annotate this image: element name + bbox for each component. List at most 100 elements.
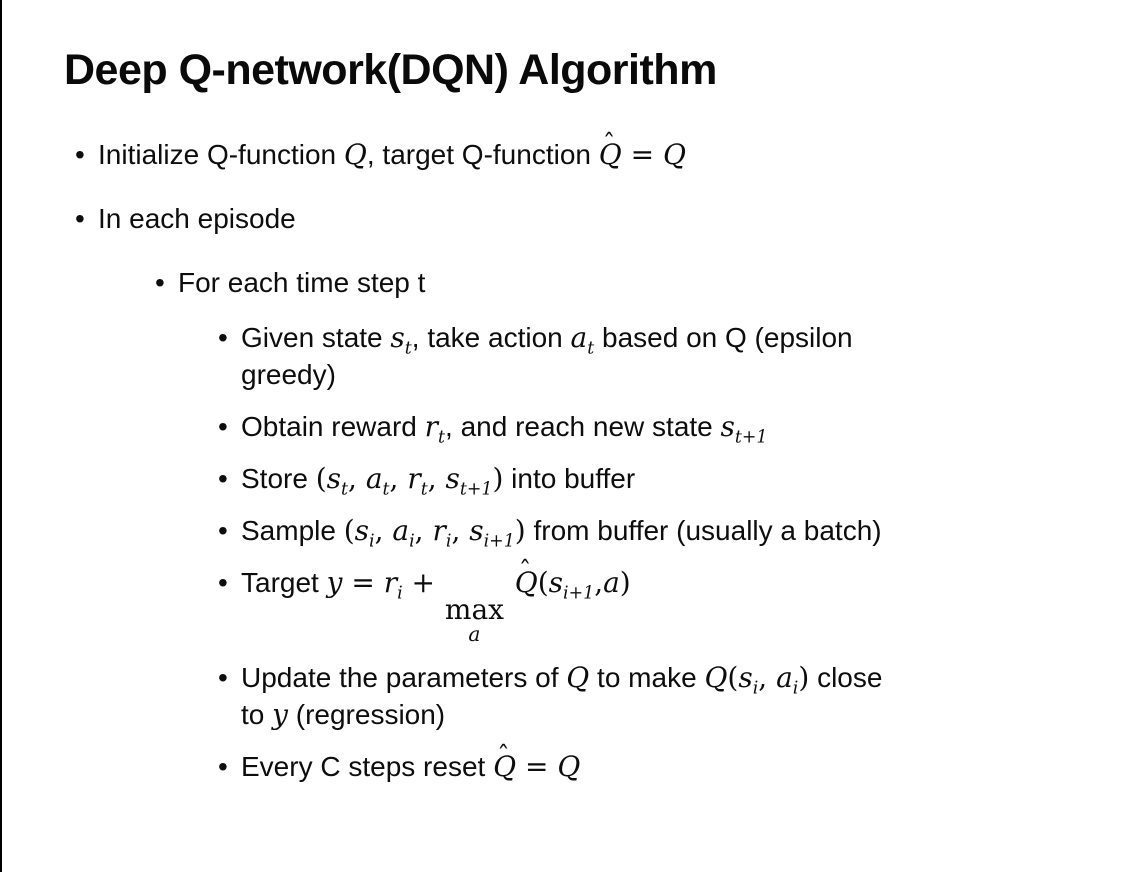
math-var: ai bbox=[776, 661, 799, 699]
bullet-marker: • bbox=[218, 515, 228, 547]
math-var: si bbox=[354, 514, 375, 552]
max-operator-top: max bbox=[444, 592, 504, 626]
math-symbol: , bbox=[414, 514, 433, 548]
math-subscript: i bbox=[792, 678, 799, 699]
math-var: st bbox=[390, 321, 412, 359]
plain-text: greedy) bbox=[241, 359, 336, 391]
math-var-hat: Q bbox=[599, 127, 622, 174]
math-var: Q bbox=[343, 138, 367, 172]
math-var: y bbox=[326, 566, 343, 600]
plain-text: , and reach new state bbox=[445, 411, 721, 443]
math-var-hat: Q bbox=[493, 739, 516, 786]
plain-text: Sample bbox=[241, 515, 344, 547]
plain-text: close bbox=[809, 662, 883, 694]
math-subscript: t bbox=[404, 338, 412, 359]
plain-text: For each time step t bbox=[178, 267, 426, 299]
window-left-border bbox=[0, 0, 2, 872]
plain-text: Obtain reward bbox=[241, 411, 425, 443]
plain-text: , target Q-function bbox=[366, 139, 599, 171]
plain-text bbox=[507, 567, 515, 598]
plain-text: Target bbox=[241, 567, 327, 599]
bullet-marker: • bbox=[218, 662, 228, 694]
plain-text: , take action bbox=[411, 322, 571, 354]
bullet-text: For each time step t bbox=[178, 265, 425, 302]
math-symbol: , bbox=[348, 462, 366, 496]
math-subscript: t+1 bbox=[734, 427, 768, 448]
bullet-marker: • bbox=[218, 411, 228, 443]
math-symbol: ( bbox=[727, 661, 739, 695]
math-symbol: ( bbox=[315, 462, 327, 496]
math-var: Q bbox=[566, 661, 590, 695]
bullet-item: •Sample (si, ai, ri, si+1) from buffer (… bbox=[218, 513, 1088, 550]
bullet-item: • Given state st, take action at based on… bbox=[218, 320, 1088, 394]
math-var: rt bbox=[424, 410, 446, 448]
math-var: y bbox=[272, 698, 288, 732]
math-symbol: , bbox=[427, 462, 446, 496]
math-var: at bbox=[365, 462, 390, 500]
math-var: Q bbox=[662, 138, 686, 172]
bullet-text: In each episode bbox=[98, 201, 296, 238]
bullet-marker: • bbox=[75, 139, 85, 171]
plain-text: Store bbox=[241, 463, 316, 495]
math-symbol: ( bbox=[343, 514, 355, 548]
bullet-marker: • bbox=[218, 463, 228, 495]
math-symbol: , bbox=[594, 566, 604, 600]
plain-text: In each episode bbox=[98, 203, 296, 235]
bullet-text: Update the parameters of Q to make Q(si,… bbox=[241, 660, 882, 734]
bullet-text: Obtain reward rt, and reach new state st… bbox=[241, 409, 767, 446]
math-subscript: t+1 bbox=[459, 479, 493, 500]
plain-text: Initialize Q-function bbox=[98, 139, 344, 171]
bullet-text: Store (st, at, rt, st+1) into buffer bbox=[241, 461, 635, 498]
math-var: ri bbox=[432, 514, 452, 552]
math-var: si+1 bbox=[548, 566, 595, 604]
math-symbol: ( bbox=[537, 566, 549, 600]
math-symbol: ) bbox=[619, 566, 631, 600]
bullet-marker: • bbox=[218, 751, 228, 783]
math-var: ai bbox=[392, 514, 415, 552]
math-var: si bbox=[738, 661, 759, 699]
math-var: a bbox=[603, 566, 620, 600]
bullet-marker: • bbox=[218, 567, 228, 599]
math-symbol: ) bbox=[514, 514, 526, 548]
bullet-marker: • bbox=[218, 322, 228, 354]
math-symbol: , bbox=[451, 514, 470, 548]
bullet-text: Initialize Q-function Q, target Q-functi… bbox=[98, 127, 686, 174]
math-symbol: = bbox=[342, 566, 384, 600]
plain-text: to make bbox=[589, 662, 705, 694]
math-symbol: = bbox=[621, 138, 663, 172]
bullet-list: •Initialize Q-function Q, target Q-funct… bbox=[64, 127, 1088, 786]
math-subscript: i bbox=[752, 678, 759, 699]
math-subscript: i bbox=[397, 583, 403, 604]
bullet-item: •Every C steps reset Q = Q bbox=[218, 739, 1088, 786]
math-subscript: i bbox=[445, 531, 452, 552]
math-symbol: , bbox=[758, 661, 777, 695]
math-var: Q bbox=[704, 661, 728, 695]
bullet-marker: • bbox=[75, 203, 85, 235]
bullet-item: • In each episode bbox=[75, 201, 1088, 238]
math-subscript: i+1 bbox=[483, 531, 515, 552]
math-var-hat: Q bbox=[515, 554, 538, 602]
math-subscript: t bbox=[382, 479, 390, 500]
math-symbol: + bbox=[402, 566, 444, 600]
math-symbol: , bbox=[374, 514, 393, 548]
plain-text: Update the parameters of bbox=[241, 662, 567, 694]
bullet-item: • Store (st, at, rt, st+1) into buffer bbox=[218, 461, 1088, 498]
math-symbol: = bbox=[516, 750, 558, 784]
math-subscript: t bbox=[420, 479, 428, 500]
math-subscript: t bbox=[587, 338, 595, 359]
bullet-text: Given state st, take action at based on … bbox=[241, 320, 853, 394]
plain-text: (regression) bbox=[287, 699, 446, 731]
bullet-item: • For each time step t bbox=[155, 265, 1088, 302]
math-var: rt bbox=[407, 462, 428, 500]
math-var: st bbox=[326, 462, 348, 500]
math-subscript: i bbox=[409, 531, 415, 552]
math-subscript: i bbox=[369, 531, 375, 552]
math-symbol: ) bbox=[798, 661, 810, 695]
plain-text: Given state bbox=[241, 322, 391, 354]
bullet-marker: • bbox=[155, 267, 165, 299]
math-var: st+1 bbox=[720, 410, 768, 448]
math-var: Q bbox=[557, 750, 581, 784]
